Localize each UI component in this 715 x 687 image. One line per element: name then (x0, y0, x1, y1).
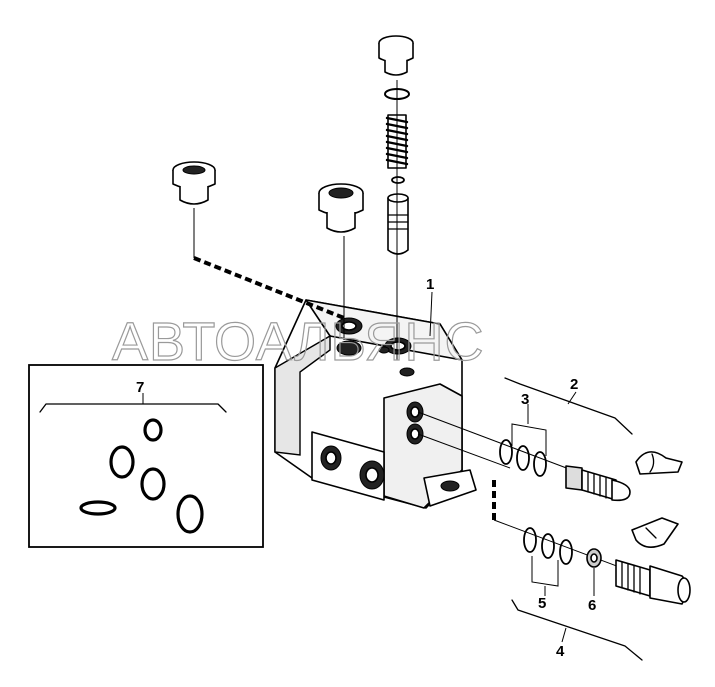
plug-middle (318, 183, 364, 233)
plunger (387, 193, 409, 255)
protective-cap-upper (635, 451, 683, 475)
seal-kit-inset (28, 364, 264, 548)
axis-line-assembly-2b (417, 433, 511, 469)
relief-valve-upper (565, 465, 631, 502)
callout-6: 6 (588, 597, 596, 614)
watermark: АВТОАЛЬЯНС (112, 312, 484, 372)
pressure-cap-top (378, 35, 414, 76)
callout-1: 1 (426, 276, 434, 293)
plug-left (172, 161, 216, 205)
washer-6 (586, 548, 602, 568)
protective-cap-lower (631, 517, 679, 548)
o-rings-3 (499, 439, 547, 477)
leader-4 (561, 627, 567, 643)
callout-2: 2 (570, 376, 578, 393)
bracket-3 (511, 404, 547, 456)
dashed-route-left (193, 256, 345, 320)
o-rings-5 (523, 527, 573, 565)
leader-2 (567, 391, 577, 405)
leader-1 (429, 291, 433, 337)
bracket-2 (504, 377, 633, 435)
valve-body (274, 299, 477, 509)
bracket-5 (531, 556, 559, 596)
callout-3: 3 (521, 391, 529, 408)
callout-4: 4 (556, 643, 565, 660)
relief-valve-lower (615, 559, 691, 605)
bracket-4 (511, 599, 643, 661)
callout-5: 5 (538, 595, 546, 612)
callout-7: 7 (136, 379, 144, 396)
o-ring-small (391, 176, 405, 184)
